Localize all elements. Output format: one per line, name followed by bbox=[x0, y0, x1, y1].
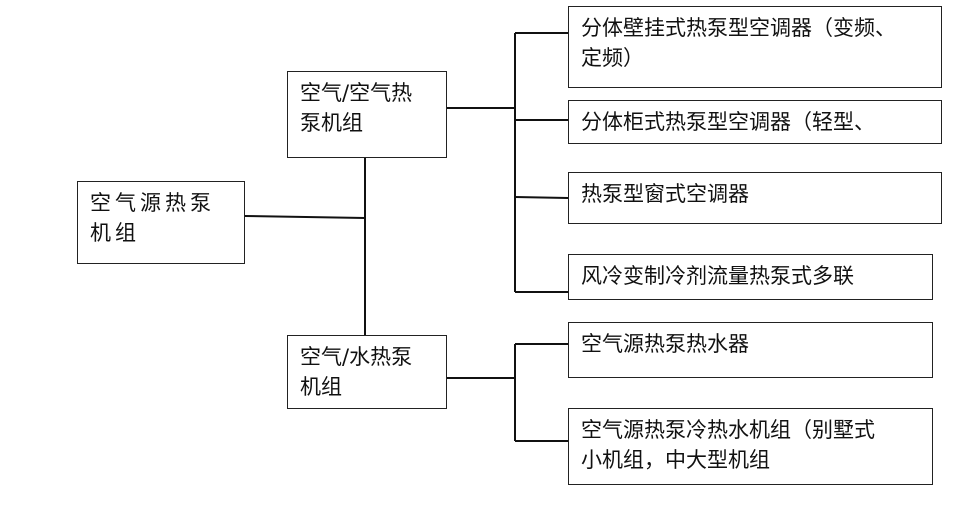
leaf-node-window: 热泵型窗式空调器 bbox=[568, 172, 942, 224]
leaf-1-3-connector bbox=[514, 196, 569, 199]
branch-node-air-air: 空气/空气热 泵机组 bbox=[287, 71, 447, 158]
leaf-node-cabinet-split: 分体柜式热泵型空调器（轻型、 bbox=[568, 100, 942, 144]
root-connector bbox=[244, 215, 366, 219]
leaf-node-chiller: 空气源热泵冷热水机组（别墅式 小机组，中大型机组 bbox=[568, 408, 933, 485]
leaf-node-vrf: 风冷变制冷剂流量热泵式多联 bbox=[568, 254, 933, 300]
leaf-node-wall-split: 分体壁挂式热泵型空调器（变频、 定频） bbox=[568, 6, 942, 88]
leaf-node-water-heater: 空气源热泵热水器 bbox=[568, 322, 933, 378]
branch-node-air-water: 空气/水热泵 机组 bbox=[287, 335, 447, 409]
root-node: 空气源热泵 机组 bbox=[77, 181, 245, 264]
